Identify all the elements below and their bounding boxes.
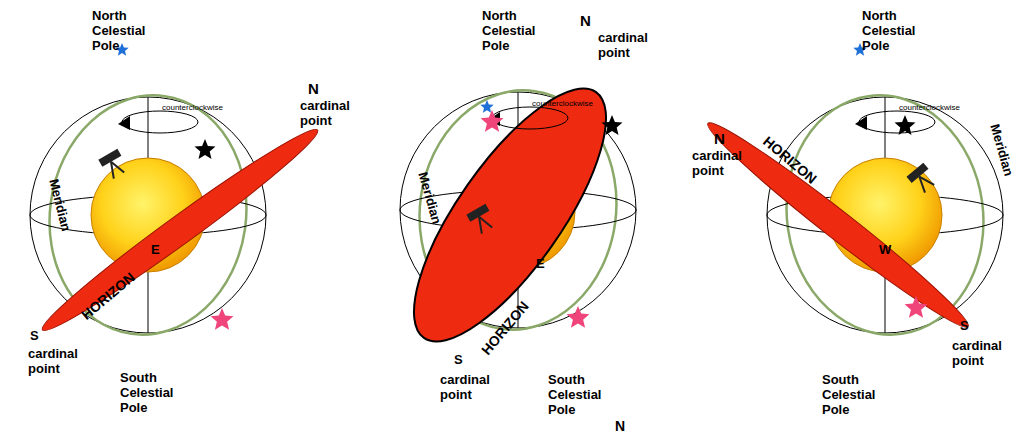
sphere-label: South Celestial Pole (822, 372, 897, 417)
sphere-label: counterclockwise (162, 103, 223, 113)
sphere-label: cardinal point (440, 372, 502, 402)
star-symbol (481, 110, 504, 132)
sphere-label: cardinal point (952, 338, 1014, 368)
sphere-three (699, 83, 1003, 348)
sphere-label: cardinal point (28, 346, 90, 376)
sphere-two (381, 62, 638, 367)
sphere-label: N (615, 418, 625, 434)
star-symbol (602, 115, 623, 135)
star-symbol (905, 296, 928, 318)
sphere-label: North Celestial Pole (482, 8, 557, 53)
star-symbol (895, 115, 916, 135)
sphere-label: N (580, 12, 591, 29)
sphere-label: E (151, 242, 160, 257)
sphere-label: N (308, 80, 319, 97)
sphere-label: counterclockwise (899, 103, 960, 113)
star-symbol (211, 308, 234, 330)
sphere-label: North Celestial Pole (862, 8, 937, 53)
sphere-label: W (879, 242, 891, 257)
sphere-label: cardinal point (598, 30, 660, 60)
star-symbol (567, 306, 590, 328)
star-symbol (195, 139, 216, 159)
sphere-label: Meridian (987, 122, 1016, 178)
sphere-label: South Celestial Pole (120, 370, 195, 415)
sphere-label: counterclockwise (532, 99, 593, 109)
sphere-label: North Celestial Pole (92, 8, 167, 53)
sphere-label: S (30, 328, 39, 343)
sphere-label: N (714, 130, 725, 147)
sphere-label: South Celestial Pole (548, 372, 623, 417)
sphere-label: S (960, 318, 969, 333)
sphere-label: E (536, 256, 545, 271)
sphere-label: S (454, 352, 463, 367)
sphere-label: cardinal point (692, 148, 754, 178)
stars (115, 43, 927, 330)
sphere-label: cardinal point (300, 98, 362, 128)
sphere-one (30, 83, 326, 348)
